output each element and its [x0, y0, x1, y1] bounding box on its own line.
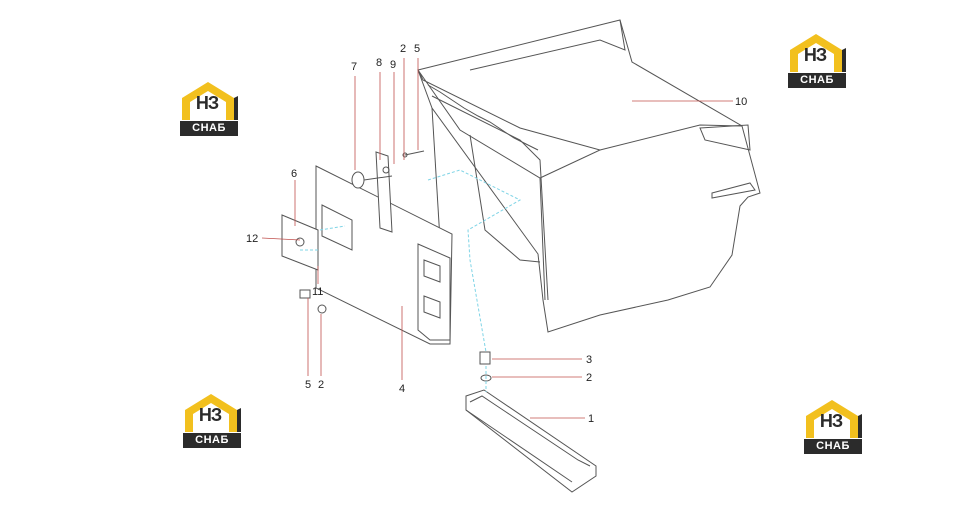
logo-bottom-text: СНАБ — [788, 73, 846, 88]
callout-5-top: 5 — [414, 43, 420, 55]
callout-10: 10 — [735, 96, 747, 108]
callout-1: 1 — [588, 413, 594, 425]
part-7-bolt — [351, 171, 393, 189]
callout-8: 8 — [376, 57, 382, 69]
part-8-bracket — [375, 151, 393, 233]
callout-7: 7 — [351, 61, 357, 73]
leader-lines — [261, 58, 733, 419]
callout-2-bottom: 2 — [318, 379, 324, 391]
callout-4: 4 — [399, 383, 405, 395]
part-10-housing — [417, 19, 761, 333]
callout-9: 9 — [390, 59, 396, 71]
part-5-bolt — [299, 150, 425, 314]
house-roof-icon — [806, 400, 862, 438]
logo-bottom-text: СНАБ — [183, 433, 241, 448]
house-roof-icon — [185, 394, 241, 432]
logo-top-text: НЗ — [195, 93, 219, 113]
part-6-cover — [281, 214, 319, 271]
watermark-logo: НЗ СНАБ — [178, 80, 240, 138]
part-1-rail — [465, 389, 597, 493]
callout-3: 3 — [586, 354, 592, 366]
logo-top-text: НЗ — [803, 45, 827, 65]
house-roof-icon — [790, 34, 846, 72]
callout-2-right: 2 — [586, 372, 592, 384]
logo-top-text: НЗ — [198, 405, 222, 425]
callout-6: 6 — [291, 168, 297, 180]
assembly-lines — [300, 169, 522, 392]
callout-12: 12 — [246, 233, 258, 245]
logo-bottom-text: СНАБ — [180, 121, 238, 136]
watermark-logo: НЗ СНАБ — [181, 392, 243, 450]
watermark-logo: НЗ СНАБ — [802, 398, 864, 456]
callout-2-top: 2 — [400, 43, 406, 55]
logo-top-text: НЗ — [819, 411, 843, 431]
logo-bottom-text: СНАБ — [804, 439, 862, 454]
callout-5-bottom: 5 — [305, 379, 311, 391]
watermark-logo: НЗ СНАБ — [786, 32, 848, 90]
callout-11: 11 — [312, 286, 323, 298]
house-roof-icon — [182, 82, 238, 120]
